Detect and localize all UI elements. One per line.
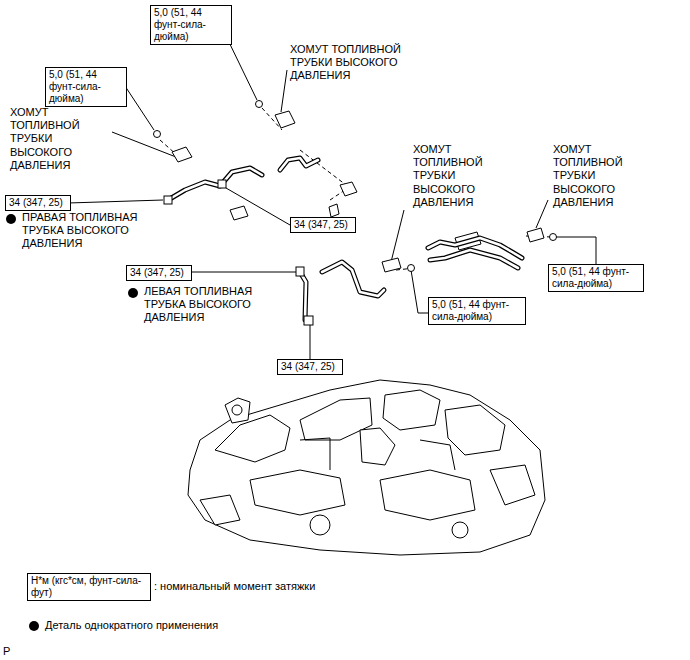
part-name: ХОМУТ ТОПЛИВНОЙ ТРУБКИ ВЫСОКОГО ДАВЛЕНИЯ: [413, 143, 487, 209]
pipe-nut: [296, 267, 304, 276]
leader-line: [536, 200, 548, 228]
torque-box: 5,0 (51, 44 фунт-сила-дюйма): [428, 297, 526, 325]
pipe-nut: [304, 316, 313, 325]
part-name: ХОМУТ ТОПЛИВНОЙ ТРУБКИ ВЫСОКОГО ДАВЛЕНИЯ: [290, 43, 430, 83]
leader-line: [226, 36, 257, 100]
torque-box: 34 (347, 25): [277, 359, 343, 375]
leader-line: [556, 237, 596, 264]
torque-value: 34 (347, 25): [294, 219, 352, 231]
nut: [550, 234, 557, 241]
alignment-line: [160, 108, 552, 270]
leader-line: [68, 200, 163, 203]
torque-box: 34 (347, 25): [126, 265, 192, 281]
legend-unit-box: Н*м (кгс*см, фунт-сила-фут): [27, 573, 151, 601]
torque-value: 5,0 (51, 44 фунт-сила-дюйма): [154, 7, 228, 43]
torque-box: 5,0 (51, 44 фунт-сила-дюйма): [150, 5, 232, 45]
pipe-clamp: [230, 206, 248, 220]
torque-value: 5,0 (51, 44 фунт-сила-дюйма): [552, 266, 640, 290]
pipe-clamp: [329, 204, 339, 217]
engine-illustration: [188, 380, 545, 555]
torque-box: 34 (347, 25): [290, 217, 356, 233]
leader-line: [310, 322, 311, 359]
pipe-clamp: [275, 111, 295, 128]
single-use-dot: [128, 288, 138, 298]
part-name: ХОМУТ ТОПЛИВНОЙ ТРУБКИ ВЫСОКОГО ДАВЛЕНИЯ: [10, 106, 110, 172]
nut: [408, 265, 415, 272]
bolt: [154, 131, 161, 138]
pipe-clamp: [382, 258, 401, 272]
torque-box: 34 (347, 25): [5, 195, 71, 211]
torque-value: 5,0 (51, 44 фунт-сила-дюйма): [49, 69, 123, 105]
bolt: [256, 101, 263, 108]
legend-text: Деталь однократного применения: [45, 619, 285, 632]
leader-line: [125, 86, 154, 130]
leader-line: [112, 132, 176, 157]
torque-value: 34 (347, 25): [130, 267, 188, 279]
pipe-nut: [164, 196, 172, 204]
leader-line: [411, 270, 428, 313]
legend-dot: [29, 621, 39, 631]
pipe-nut: [218, 180, 226, 188]
unit-text: Н*м (кгс*см, фунт-сила-фут): [31, 575, 147, 599]
part-name: ПРАВАЯ ТОПЛИВНАЯ ТРУБКА ВЫСОКОГО ДАВЛЕНИ…: [22, 211, 172, 251]
part-name: ХОМУТ ТОПЛИВНОЙ ТРУБКИ ВЫСОКОГО ДАВЛЕНИЯ: [553, 143, 635, 209]
torque-value: 34 (347, 25): [9, 197, 67, 209]
leader-line: [192, 272, 298, 273]
pipe-clamp: [172, 147, 192, 162]
leader-line: [226, 188, 290, 225]
figure-code: P: [3, 645, 23, 658]
torque-value: 5,0 (51, 44 фунт-сила-дюйма): [432, 299, 522, 323]
pipe-clamp: [527, 228, 544, 242]
legend-text: : номинальный момент затяжки: [154, 580, 374, 593]
torque-value: 34 (347, 25): [281, 361, 339, 373]
torque-box: 5,0 (51, 44 фунт-сила-дюйма): [548, 264, 644, 292]
leader-line: [281, 70, 287, 112]
leader-line: [391, 210, 404, 262]
pipe-clamp: [340, 182, 357, 196]
part-name: ЛЕВАЯ ТОПЛИВНАЯ ТРУБКА ВЫСОКОГО ДАВЛЕНИЯ: [144, 285, 284, 325]
single-use-dot: [6, 214, 16, 224]
torque-box: 5,0 (51, 44 фунт-сила-дюйма): [45, 67, 127, 107]
